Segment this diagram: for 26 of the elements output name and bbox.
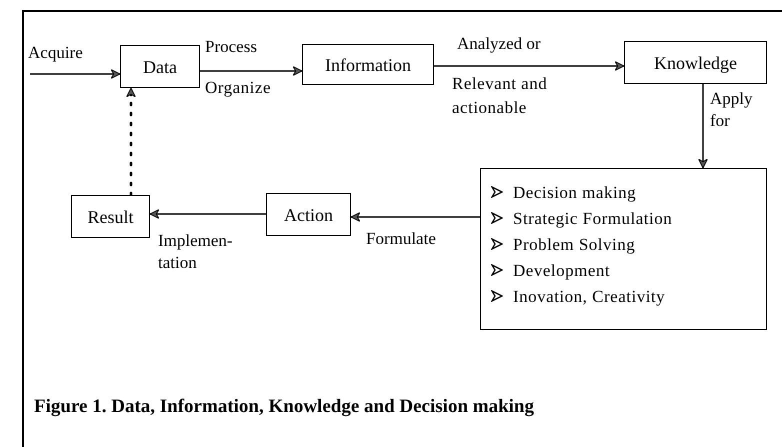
list-item: Problem Solving — [513, 236, 636, 252]
figure-caption: Figure 1. Data, Information, Knowledge and Decision making — [34, 395, 534, 419]
node-label: Information — [325, 56, 411, 74]
process-box — [71, 195, 150, 238]
dotted-arrow — [126, 86, 136, 196]
node-label: Knowledge — [654, 54, 737, 72]
arrow — [200, 66, 302, 76]
arrow — [434, 61, 624, 71]
process-box — [266, 193, 351, 236]
process-box — [120, 45, 200, 88]
process-box — [624, 41, 767, 84]
arrow — [698, 84, 708, 168]
node-label: Action — [284, 206, 333, 224]
arrow — [350, 212, 480, 222]
process-box — [302, 44, 434, 85]
list-box — [480, 168, 767, 330]
list-item: Strategic Formulation — [513, 210, 672, 226]
arrow — [150, 209, 266, 219]
node-label: Data — [143, 58, 177, 76]
node-label: Result — [87, 208, 134, 226]
edge-note: Relevant and actionable — [452, 73, 548, 119]
list-item: Development — [513, 262, 610, 278]
arrow — [30, 69, 120, 79]
list-item: Decision making — [513, 184, 636, 200]
edge-note: Organize — [205, 77, 271, 99]
list-item: Inovation, Creativity — [513, 288, 666, 304]
